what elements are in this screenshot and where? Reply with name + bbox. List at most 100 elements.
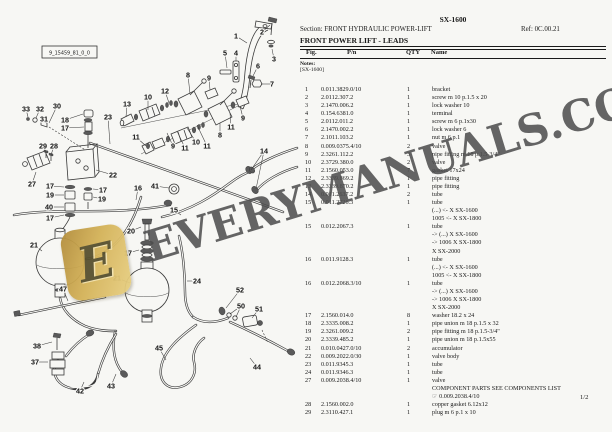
cell-qty: 1 [407,279,411,287]
valve-assembly [119,78,250,155]
callout-leader [176,130,186,149]
cell-pn: 0.011.2726.3 [321,199,354,207]
callout-number: 38 [33,342,41,351]
cell-fig [305,264,321,272]
cell-qty: 1 [407,126,411,134]
callout-leader [92,196,103,200]
callout-leader [235,305,242,318]
cell-qty [407,385,432,393]
cell-name: (...) <- X SX-1600 [432,207,478,215]
cell-qty: 2 [407,328,411,336]
callout-number: 10 [192,138,200,147]
cell-fig: 15 [305,223,312,231]
cell-name: -> (...) X SX-1600 [432,231,478,239]
ref-number: Ref: 0C.00.21 [521,26,560,33]
cell-pn: 2.0112.307.2 [321,94,354,102]
cell-qty: 1 [407,320,411,328]
callout-leader [271,48,275,60]
cell-pn [321,288,407,296]
cell-name: pipe fitting m 18 p.1.5-3/4" [432,328,500,336]
cell-qty: 1 [407,199,411,207]
cell-pn: 0.011.9346.3 [321,368,354,376]
cell-name: X SX-2000 [432,247,461,255]
cell-qty: 7 [407,166,411,174]
fitting-stacks [61,183,180,231]
callout-leader [251,308,260,319]
callout-leader [166,132,174,147]
callout-leader [239,105,244,119]
callout-leader [127,249,140,254]
callout-leader [224,52,228,69]
cell-pn: 0.010.0427.0/10 [321,344,362,352]
cell-qty: 1 [407,94,411,102]
table-row: 1005 <- X SX-1800 [305,272,607,280]
cell-pn: 0.009.0375.4/10 [321,142,362,150]
cell-fig [305,393,321,401]
cell-name: pipe fitting [432,174,460,182]
cell-name: pipe union m 18 p.1.5 x 32 [432,320,499,328]
cell-qty: 1 [407,223,411,231]
cell-pn: 0.011.3829.0/10 [321,86,362,93]
cell-name: COMPONENT PARTS SEE COMPONENTS LIST [432,384,561,392]
cell-fig: 15 [305,199,312,207]
cell-pn: 2.1560.053.0 [321,166,354,174]
watermark-logo-letter: E [71,231,121,294]
callout-leader [208,77,211,91]
cell-qty [407,304,432,312]
cell-qty: 1 [407,102,411,110]
cell-pn: 2.3261.009.2 [321,328,354,336]
cell-name: tube [432,255,443,263]
tube-ends [245,166,259,194]
callout-number: 17 [46,182,54,191]
cell-fig: 27 [305,376,312,384]
callout-leader [252,65,259,77]
table-row: X SX-2000 [305,304,607,312]
cell-fig: 3 [305,102,309,110]
cable-47 [13,295,107,317]
cell-qty: 3 [407,150,411,158]
cell-name: plug m 6 p.1 x 10 [432,409,476,417]
table-row: -> (...) X SX-1600 [305,231,607,239]
cell-pn: 2.1560.002.0 [321,401,354,409]
cell-fig: 5 [305,118,309,126]
callout-number: 19 [46,191,54,200]
callout-number: 2 [260,28,264,37]
model-title: SX-1600 [439,15,467,24]
cell-fig [305,248,321,256]
cell-pn [321,296,407,304]
cell-fig: 20 [305,336,312,344]
callout-leader [33,244,43,252]
cell-qty: 1 [407,182,411,190]
callout-number: 40 [45,203,53,212]
cell-qty [407,248,432,256]
cell-name: tube [432,279,443,287]
cell-fig: 28 [305,401,312,409]
cell-name: lock washer 10 [432,102,470,110]
cell-fig: 19 [305,328,312,336]
callout-leader [261,24,271,33]
column-fig: Fig. [306,49,317,56]
cell-pn [321,272,407,280]
callout-number: 11 [132,133,140,142]
cell-pn: 0.011.2637.2 [321,191,354,199]
cell-pn: 2.3339.869.2 [321,174,354,182]
callout-number: 37 [31,358,39,367]
cell-fig [305,288,321,296]
cell-name: gasket 17x24 [432,166,465,174]
cell-fig: 12 [305,174,312,182]
callout-leader [43,118,46,123]
cell-fig: 14 [305,191,312,199]
callout-leader [229,112,232,128]
callout-number: 27 [28,180,36,189]
cell-fig [305,272,321,280]
cell-fig [305,385,321,393]
section-label: Section: FRONT HYDRAULIC POWER-LIFT [300,26,432,33]
